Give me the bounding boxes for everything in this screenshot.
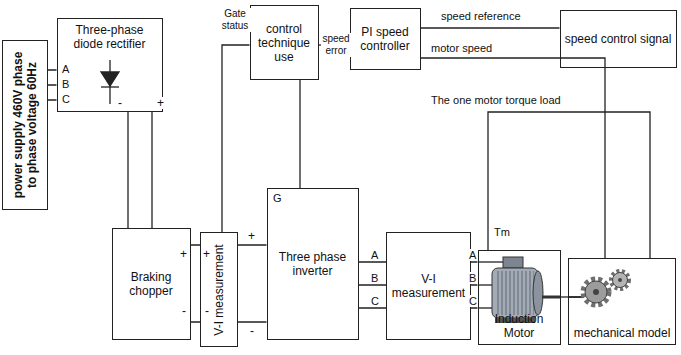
phase-name: B — [61, 78, 70, 90]
block-label: Three phase inverter — [272, 250, 354, 278]
phase-name: B — [370, 272, 379, 284]
wire — [128, 112, 152, 228]
block-label: speed control signal — [565, 32, 672, 46]
block-label: Three-phase diode rectifier — [62, 23, 158, 51]
wire — [488, 112, 650, 258]
phase-name: C — [370, 295, 380, 307]
block-label: Braking chopper — [117, 270, 186, 298]
signal-block: speed control signal — [560, 10, 677, 68]
phase-name: B — [468, 272, 477, 284]
phase-name: A — [370, 249, 379, 261]
terminal-sign: + — [156, 97, 165, 109]
block-label: V-I measurement — [212, 238, 226, 341]
terminal-sign: - — [117, 97, 123, 109]
terminal-sign: - — [249, 325, 255, 337]
wire — [561, 296, 569, 297]
block-label: PI speed controller — [355, 25, 416, 53]
phase-name: C — [61, 93, 71, 105]
power-supply-block: power supply 460V phase to phase voltage… — [2, 40, 48, 210]
phase-name: C — [468, 295, 478, 307]
block-label: V-I measurement — [391, 272, 466, 300]
phase-name: A — [61, 63, 70, 75]
block-label: mechanical model — [574, 326, 671, 340]
gear-symbol — [568, 271, 629, 305]
signal-name: speed error — [321, 33, 351, 57]
signal-name: The one motor torque load — [430, 94, 562, 106]
signal-name: Gate status — [218, 8, 252, 32]
terminal-sign: - — [204, 305, 210, 317]
controller-block: PI speed controller — [350, 8, 421, 70]
block-label: power supply 460V phase to phase voltage… — [11, 46, 39, 204]
signal-name: speed reference — [440, 10, 522, 22]
wire — [359, 262, 387, 308]
wire — [299, 80, 300, 188]
inverter-block: Three phase inverter — [267, 188, 359, 340]
wire — [421, 58, 606, 258]
signal-name: Tm — [493, 226, 511, 238]
terminal-sign: - — [181, 305, 187, 317]
signal-name: motor speed — [430, 42, 493, 54]
wire — [191, 245, 201, 322]
terminal-sign: + — [179, 248, 188, 260]
terminal-sign: + — [202, 248, 211, 260]
measurement-block: V-I measurement — [386, 232, 471, 340]
rectifier-block: Three-phase diode rectifier — [57, 18, 163, 112]
block-label: Induction Motor — [483, 312, 556, 340]
control-block: control technique use — [250, 5, 319, 80]
mechanical-block: mechanical model — [568, 258, 676, 345]
wire — [48, 70, 57, 100]
terminal-sign: + — [247, 230, 256, 242]
wire — [238, 245, 267, 322]
pin-name: G — [272, 192, 283, 204]
wire — [222, 45, 250, 232]
motor-block: Induction Motor — [478, 250, 561, 345]
phase-name: A — [468, 249, 477, 261]
wire — [421, 27, 560, 28]
chopper-block: Braking chopper — [112, 228, 191, 340]
block-label: control technique use — [255, 22, 314, 64]
